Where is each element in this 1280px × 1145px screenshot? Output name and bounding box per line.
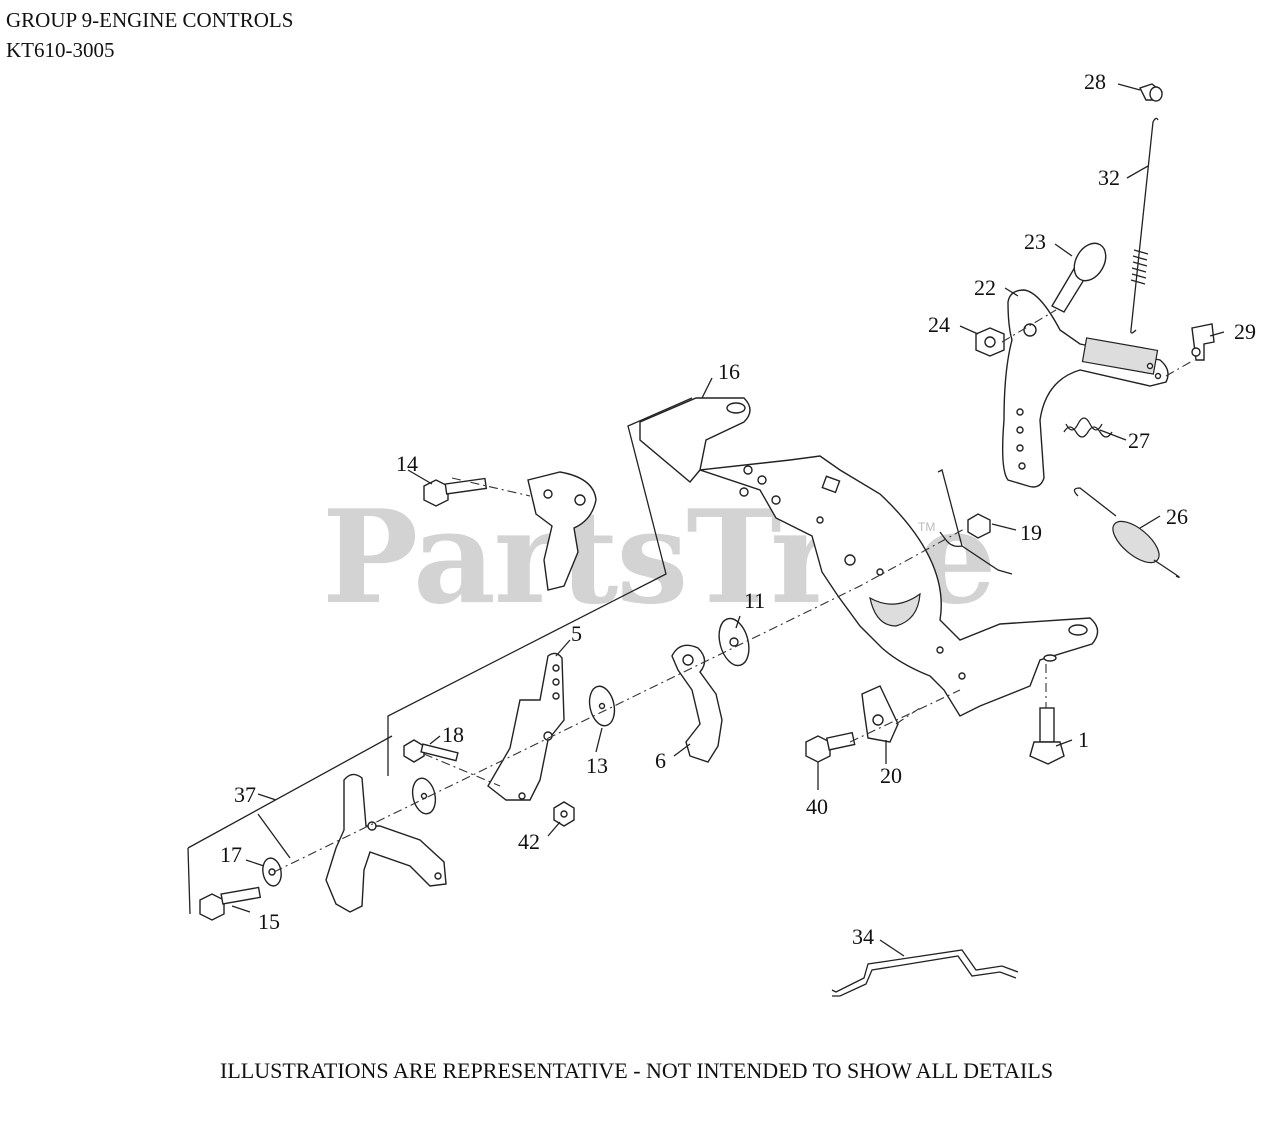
part-34-rod bbox=[831, 949, 1019, 997]
part-16-bracket bbox=[639, 397, 1099, 717]
callout-11: 11 bbox=[744, 588, 765, 613]
leader-lines bbox=[187, 83, 1225, 957]
part-11-washer bbox=[718, 617, 750, 667]
callout-6: 6 bbox=[655, 748, 666, 773]
callout-1: 1 bbox=[1078, 727, 1089, 752]
callout-14: 14 bbox=[396, 451, 418, 476]
callout-27: 27 bbox=[1128, 428, 1150, 453]
part-40-bolt bbox=[805, 731, 856, 763]
callout-17: 17 bbox=[220, 842, 242, 867]
part-1-bolt bbox=[1029, 707, 1065, 765]
callout-16: 16 bbox=[718, 359, 740, 384]
assembly-centerlines bbox=[273, 309, 1195, 873]
callout-34: 34 bbox=[852, 924, 874, 949]
callout-22: 22 bbox=[974, 275, 996, 300]
part-27-spring bbox=[1063, 417, 1113, 438]
callout-15: 15 bbox=[258, 909, 280, 934]
callout-23: 23 bbox=[1024, 229, 1046, 254]
part-29-clip bbox=[1191, 323, 1215, 361]
callout-24: 24 bbox=[928, 312, 950, 337]
disclaimer-note: ILLUSTRATIONS ARE REPRESENTATIVE - NOT I… bbox=[220, 1058, 1054, 1083]
part-6-lever bbox=[671, 644, 723, 763]
part-22-lever bbox=[1001, 289, 1169, 488]
part-42-nut bbox=[553, 801, 575, 827]
part-26-spring bbox=[1073, 487, 1180, 578]
part-37-assembly bbox=[325, 773, 447, 913]
part-14-bolt bbox=[423, 477, 488, 507]
part-14-plate bbox=[527, 471, 597, 591]
callout-40: 40 bbox=[806, 794, 828, 819]
callout-37: 37 bbox=[234, 782, 256, 807]
part-19-nut bbox=[937, 469, 1013, 575]
callout-20: 20 bbox=[880, 763, 902, 788]
part-23-pin bbox=[1051, 242, 1107, 313]
part-13-washer bbox=[588, 685, 616, 727]
watermark-trademark: TM bbox=[918, 520, 936, 534]
callout-42: 42 bbox=[518, 829, 540, 854]
callouts: 28 32 23 22 24 29 16 27 14 26 19 11 5 18… bbox=[220, 69, 1256, 949]
callout-19: 19 bbox=[1020, 520, 1042, 545]
part-5-arm bbox=[487, 652, 565, 801]
callout-18: 18 bbox=[442, 722, 464, 747]
diagram-title: GROUP 9-ENGINE CONTROLS bbox=[6, 8, 294, 32]
part-washer-37 bbox=[411, 777, 437, 815]
callout-28: 28 bbox=[1084, 69, 1106, 94]
callout-5: 5 bbox=[571, 621, 582, 646]
part-17-washer bbox=[262, 857, 282, 887]
part-28-cap bbox=[1139, 83, 1163, 102]
part-20-clip bbox=[861, 685, 899, 743]
part-32-rod bbox=[1130, 117, 1159, 334]
part-15-bolt bbox=[199, 886, 262, 921]
callout-29: 29 bbox=[1234, 319, 1256, 344]
model-number: KT610-3005 bbox=[6, 38, 115, 62]
callout-32: 32 bbox=[1098, 165, 1120, 190]
part-24-nut bbox=[975, 327, 1005, 357]
part-18-bolt bbox=[403, 739, 459, 763]
callout-13: 13 bbox=[586, 753, 608, 778]
callout-26: 26 bbox=[1166, 504, 1188, 529]
